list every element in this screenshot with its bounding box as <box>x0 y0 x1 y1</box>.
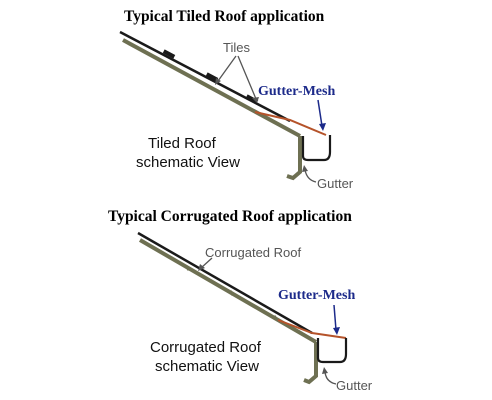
corrugated-view-line1: Corrugated Roof <box>150 339 261 356</box>
corrugated-gutter-label: Gutter <box>336 378 373 393</box>
corrugated-fascia <box>303 342 318 385</box>
tiled-view-line1: Tiled Roof <box>148 135 216 152</box>
tiles-label: Tiles <box>223 40 250 55</box>
purlin-2 <box>228 290 235 296</box>
corrugated-roof-label: Corrugated Roof <box>205 245 302 260</box>
corrugated-mesh-label: Gutter-Mesh <box>278 288 356 303</box>
tiled-roof-surface <box>119 30 291 123</box>
tiled-gutter-mesh <box>254 111 327 136</box>
corrugated-mesh-arrow <box>333 304 337 331</box>
tiled-fascia <box>286 136 302 181</box>
tiled-gutter <box>301 135 332 162</box>
purlin-3 <box>272 315 279 321</box>
tiled-rafter <box>122 38 301 138</box>
corrugated-gutter-arrow <box>324 371 337 385</box>
purlin-1 <box>184 265 191 271</box>
tiled-mesh-label: Gutter-Mesh <box>258 84 336 99</box>
tile-batten-2 <box>205 72 219 82</box>
tiled-gutter-label: Gutter <box>317 176 354 191</box>
tiled-gutter-arrow <box>304 169 317 183</box>
tiled-view-line2: schematic View <box>136 154 240 171</box>
tiles-arrow-2 <box>237 55 257 100</box>
corrugated-roof-surface <box>137 231 313 335</box>
corrugated-view-line2: schematic View <box>155 358 259 375</box>
corrugated-gutter <box>316 338 348 364</box>
corrugated-roof-title: Typical Corrugated Roof application <box>108 208 352 225</box>
corrugated-gutter-mesh <box>277 319 347 339</box>
corrugated-rafter <box>138 238 318 344</box>
tile-batten-1 <box>162 49 176 59</box>
tiled-mesh-arrow <box>317 99 323 127</box>
tiles-arrow-1 <box>217 55 237 82</box>
tiled-roof-title: Typical Tiled Roof application <box>124 8 325 25</box>
tile-batten-3 <box>245 94 259 104</box>
